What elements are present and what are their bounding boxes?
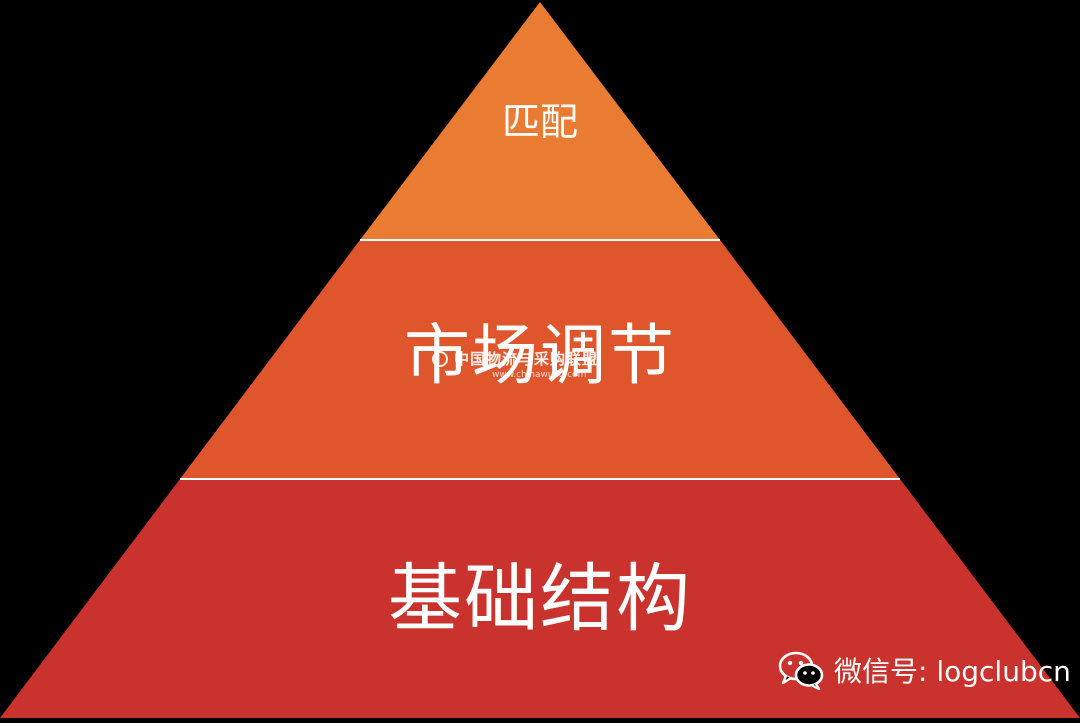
- watermark-logo-icon: [432, 351, 448, 367]
- pyramid-tier-middle: [180, 240, 900, 479]
- wechat-id-text: 微信号: logclubcn: [834, 655, 1071, 688]
- tier-label-middle: 市场调节: [404, 317, 676, 394]
- watermark-url: www.chinawuliu.com: [492, 370, 587, 380]
- wechat-id-tag: 微信号: logclubcn: [778, 646, 1071, 694]
- watermark-text: 中国物流与采购联盟: [454, 350, 599, 368]
- pyramid-tier-top: [360, 2, 720, 240]
- tier-label-bottom: 基础结构: [388, 556, 692, 642]
- watermark: 中国物流与采购联盟 www.chinawuliu.com: [432, 349, 662, 383]
- wechat-icon: [778, 650, 824, 691]
- tier-label-top: 匹配: [501, 100, 578, 144]
